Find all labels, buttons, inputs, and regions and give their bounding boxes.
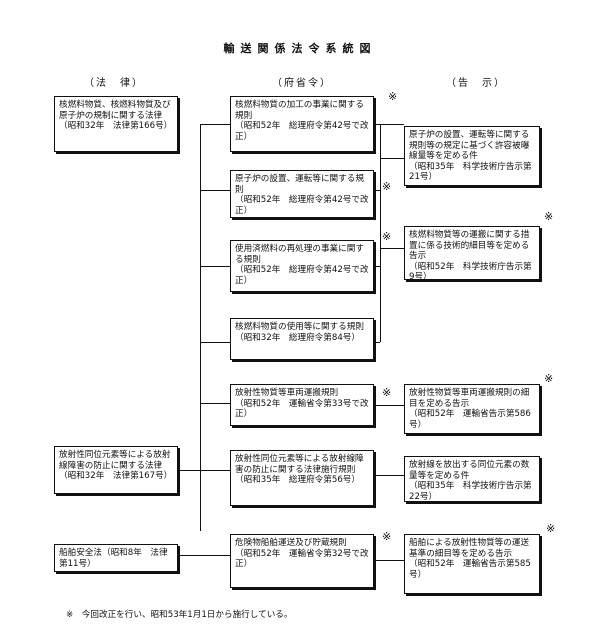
connector-line [200,190,230,191]
revision-mark: ※ [546,522,556,535]
revision-mark: ※ [388,90,398,103]
connector-line [200,124,201,530]
revision-mark: ※ [544,372,554,385]
connector-line [374,560,404,561]
revision-mark: ※ [382,230,392,243]
notice-box: 核燃料物質等の運搬に関する措置に係る技術的細目等を定める告示 （昭和52年 科学… [404,226,540,282]
revision-mark: ※ [544,210,554,223]
ordinance-box: 放射性物質等車両運搬規則 （昭和52年 運輸省令第33号で改正） [230,384,374,426]
connector-line [380,248,404,249]
column-header-notice: （告 示） [446,78,506,89]
footnote: ※ 今回改正を行い、昭和53年1月1日から施行している。 [66,610,293,620]
connector-line [200,403,230,404]
connector-line [374,405,404,406]
connector-line [200,124,230,125]
notice-box: 放射線を放出する同位元素の数量等を定める件 （昭和35年 科学技術庁告示第22号… [404,456,540,502]
connector-line [380,158,404,159]
notice-box: 原子炉の設置、運転等に関する規則等の規定に基づく許容被曝線量等を定める件 （昭和… [404,126,540,186]
connector-line [178,470,230,471]
column-header-ordinance: （府省令） [272,78,332,89]
connector-line [200,342,230,343]
ordinance-box: 使用済燃料の再処理の事業に関する規則 （昭和52年 総理府令第42号で改正） [230,240,374,292]
notice-box: 放射性物質等車両運搬規則の細目を定める告示 （昭和52年 運輸省告示第586号） [404,384,540,434]
connector-line [374,124,404,125]
connector-line [374,190,380,191]
column-header-law: （法 律） [84,78,144,89]
notice-box: 船舶による放射性物質等の運送基準の細目等を定める告示 （昭和52年 運輸省告示第… [404,534,540,594]
revision-mark: ※ [382,386,392,399]
diagram-title: 輸送関係法令系統図 [223,42,377,55]
law-box: 核燃料物質、核燃料物質及び原子炉の規制に関する法律 （昭和32年 法律第166号… [54,96,178,152]
ordinance-box: 放射性同位元素等による放射線障害の防止に関する法律施行規則 （昭和35年 総理府… [230,450,374,506]
connector-line [374,342,380,343]
ordinance-box: 危険物船舶運送及び貯蔵規則 （昭和52年 運輸省令第32号で改正） [230,534,374,588]
law-box: 船舶安全法（昭和8年 法律第11号） [54,544,178,572]
ordinance-box: 核燃料物質の加工の事業に関する規則 （昭和52年 総理府令第42号で改正） [230,96,374,152]
ordinance-box: 原子炉の設置、運転等に関する規則 （昭和52年 総理府令第42号で改正） [230,170,374,218]
revision-mark: ※ [382,530,392,543]
ordinance-box: 核燃料物質の使用等に関する規則 （昭和32年 総理府令第84号） [230,318,374,360]
connector-line [178,555,230,556]
connector-line [380,124,381,284]
law-box: 放射性同位元素等による放射線障害の防止に関する法律 （昭和32年 法律第167号… [54,446,178,494]
connector-line [374,475,404,476]
revision-mark: ※ [382,180,392,193]
connector-line [380,248,381,342]
connector-line [200,266,230,267]
connector-line [374,266,380,267]
connector-line [200,530,201,531]
